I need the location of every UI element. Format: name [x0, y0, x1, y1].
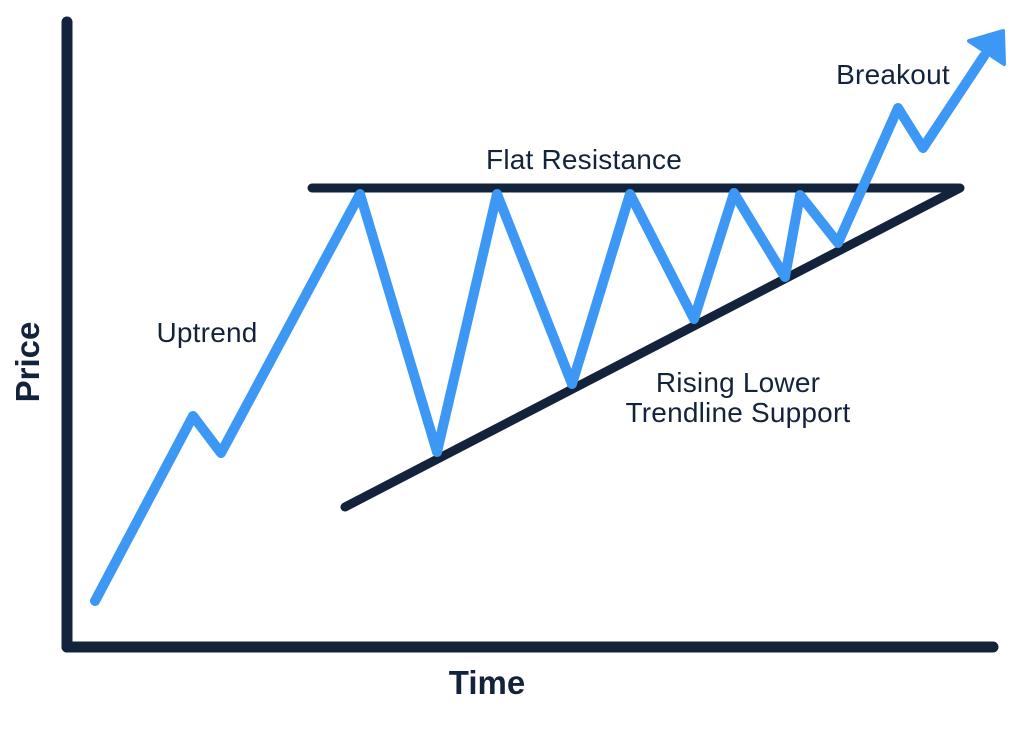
y-axis-label: Price — [9, 321, 46, 403]
annotation-breakout: Breakout — [836, 59, 950, 90]
annotation-uptrend: Uptrend — [156, 317, 258, 348]
price-arrowhead-icon — [967, 29, 1006, 66]
annotation-rising-support-line2: Trendline Support — [625, 397, 851, 428]
annotation-rising-support-line1: Rising Lower — [655, 367, 821, 398]
rising-support-line — [340, 183, 965, 512]
x-axis-label: Time — [448, 664, 526, 701]
annotation-flat-resistance: Flat Resistance — [486, 144, 682, 175]
price-line — [90, 51, 989, 606]
annotation-rising-support: Rising Lower Trendline Support — [626, 368, 851, 428]
